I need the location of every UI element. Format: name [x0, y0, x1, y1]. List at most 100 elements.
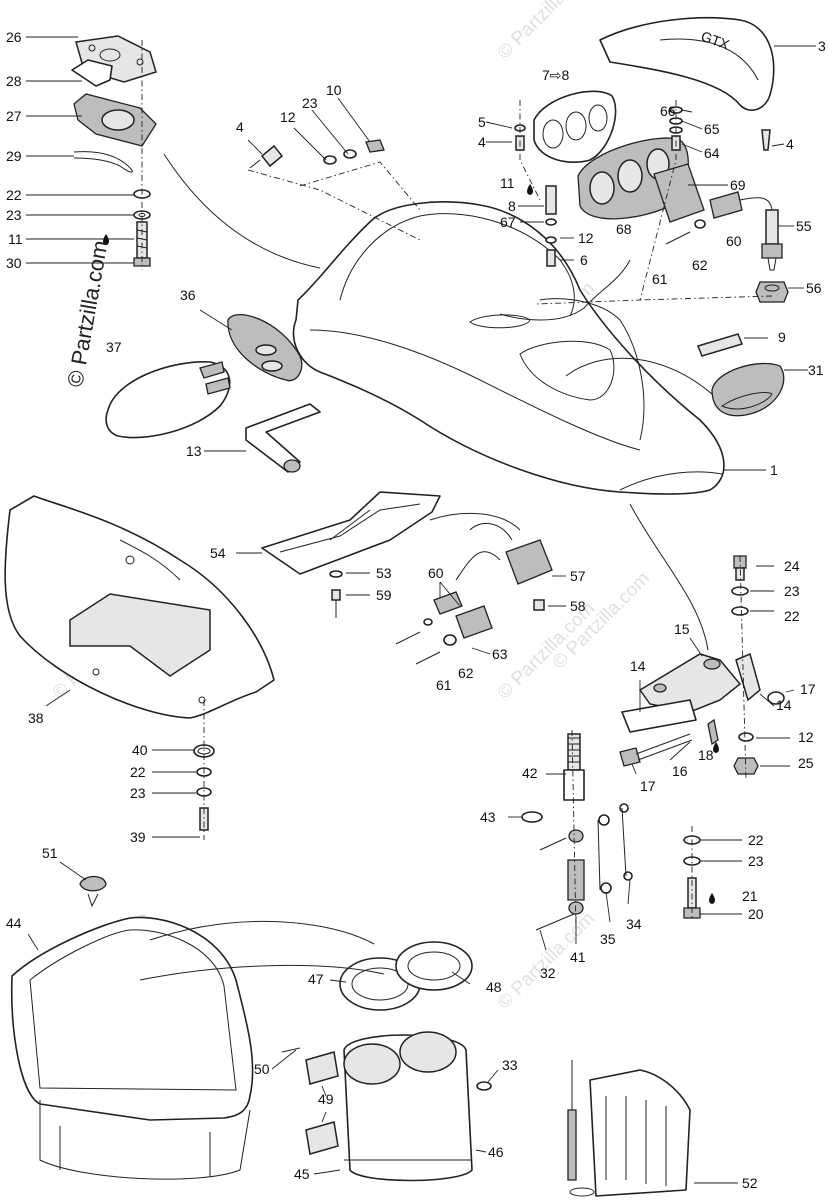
- label-61b: 61: [436, 677, 452, 693]
- part-27-housing: [73, 93, 157, 147]
- label-8: 8: [508, 198, 516, 214]
- label-45: 45: [294, 1166, 310, 1182]
- label-14b: 14: [776, 697, 792, 713]
- label-9: 9: [778, 329, 786, 345]
- part-29-wire: [73, 151, 133, 173]
- label-43: 43: [480, 809, 496, 825]
- part-1-body: [292, 201, 725, 495]
- label-11b: 11: [500, 175, 515, 191]
- label-39: 39: [130, 829, 146, 845]
- label-59: 59: [376, 587, 392, 603]
- label-68: 68: [616, 221, 632, 237]
- label-44: 44: [6, 915, 22, 931]
- oil-drop-icon: [713, 742, 719, 753]
- label-33: 33: [502, 1057, 518, 1073]
- label-21: 21: [742, 888, 758, 904]
- hardware-24-23-22: [731, 555, 759, 775]
- part-31-cap: [711, 362, 785, 417]
- label-62b: 62: [458, 665, 474, 681]
- label-23c: 23: [130, 785, 146, 801]
- part-52-tool-kit: [567, 1060, 691, 1197]
- parts-49-50-brackets: [281, 1047, 339, 1155]
- label-12a: 12: [280, 109, 296, 125]
- label-22b: 22: [130, 764, 146, 780]
- oil-drop-icon: [103, 234, 109, 245]
- label-22c: 22: [784, 608, 800, 624]
- part-7-8-gauge-bezel: [533, 90, 617, 163]
- label-66: 66: [660, 103, 676, 119]
- leader-lines: [26, 36, 816, 1184]
- part-13-rod: [245, 403, 321, 473]
- part-56-nut: [755, 281, 789, 303]
- label-23d: 23: [784, 583, 800, 599]
- label-15: 15: [674, 621, 690, 637]
- label-23e: 23: [748, 853, 764, 869]
- connectors-60-63: [395, 591, 493, 665]
- label-35: 35: [600, 931, 616, 947]
- label-67: 67: [500, 214, 516, 230]
- part-37-grip: [105, 361, 231, 439]
- label-3: 3: [818, 38, 826, 54]
- svg-text:© Partzilla.com: © Partzilla.com: [494, 0, 599, 64]
- part-38-hull-pad: [4, 495, 275, 719]
- label-41: 41: [570, 949, 586, 965]
- label-22d: 22: [748, 832, 764, 848]
- label-48: 48: [486, 979, 502, 995]
- label-63: 63: [492, 646, 508, 662]
- flow-arrows: [139, 153, 713, 981]
- hardware-53-59: [329, 570, 343, 618]
- part-48-cup-holder: [395, 941, 473, 991]
- label-20: 20: [748, 906, 764, 922]
- connectors-60-61-62: [665, 191, 743, 245]
- label-37: 37: [106, 339, 122, 355]
- label-46: 46: [488, 1144, 504, 1160]
- label-12b: 12: [578, 230, 594, 246]
- label-56: 56: [806, 280, 822, 296]
- small-hardware-left: [133, 189, 151, 267]
- part-16-pin: [619, 718, 719, 767]
- label-42: 42: [522, 765, 538, 781]
- label-12c: 12: [798, 729, 814, 745]
- label-17a: 17: [800, 681, 816, 697]
- label-27: 27: [6, 108, 22, 124]
- part-44-bin: [10, 916, 254, 1180]
- label-47: 47: [308, 971, 324, 987]
- hardware-43-33: [476, 811, 543, 1091]
- label-30: 30: [6, 255, 22, 271]
- hardware-top-center: [249, 124, 557, 267]
- oil-drop-icon: [709, 893, 715, 904]
- label-65: 65: [704, 121, 720, 137]
- label-58: 58: [570, 598, 586, 614]
- label-16: 16: [672, 763, 688, 779]
- part-14-arms: [621, 652, 785, 733]
- label-4b: 4: [478, 134, 486, 150]
- label-4c: 4: [786, 136, 794, 152]
- label-23: 23: [6, 207, 22, 223]
- part-68-gauge-frame: [577, 137, 689, 220]
- part-3-cover: GTX: [599, 16, 775, 111]
- part-54-plate: [261, 491, 441, 575]
- part-9-strip: [696, 333, 744, 357]
- oil-drop-icon: [527, 184, 533, 195]
- label-6: 6: [580, 252, 588, 268]
- part-36-latch: [227, 314, 303, 382]
- label-32: 32: [540, 965, 556, 981]
- label-60a: 60: [726, 233, 742, 249]
- part-28-plate: [71, 59, 113, 87]
- label-62a: 62: [692, 257, 708, 273]
- part-55-sensor: [739, 197, 783, 271]
- label-7-8: 7⇨8: [542, 67, 570, 83]
- label-52: 52: [742, 1175, 758, 1191]
- label-57: 57: [570, 568, 586, 584]
- label-25: 25: [798, 755, 814, 771]
- label-22: 22: [6, 187, 22, 203]
- label-60b: 60: [428, 565, 444, 581]
- label-11: 11: [8, 231, 23, 247]
- part-69-pad: [653, 163, 705, 223]
- label-69: 69: [730, 177, 746, 193]
- label-40: 40: [132, 742, 148, 758]
- watermark-main: © Partzilla.com: [62, 239, 112, 389]
- hardware-22-23-21-20: [683, 835, 701, 919]
- oil-drop-icons: [103, 184, 719, 904]
